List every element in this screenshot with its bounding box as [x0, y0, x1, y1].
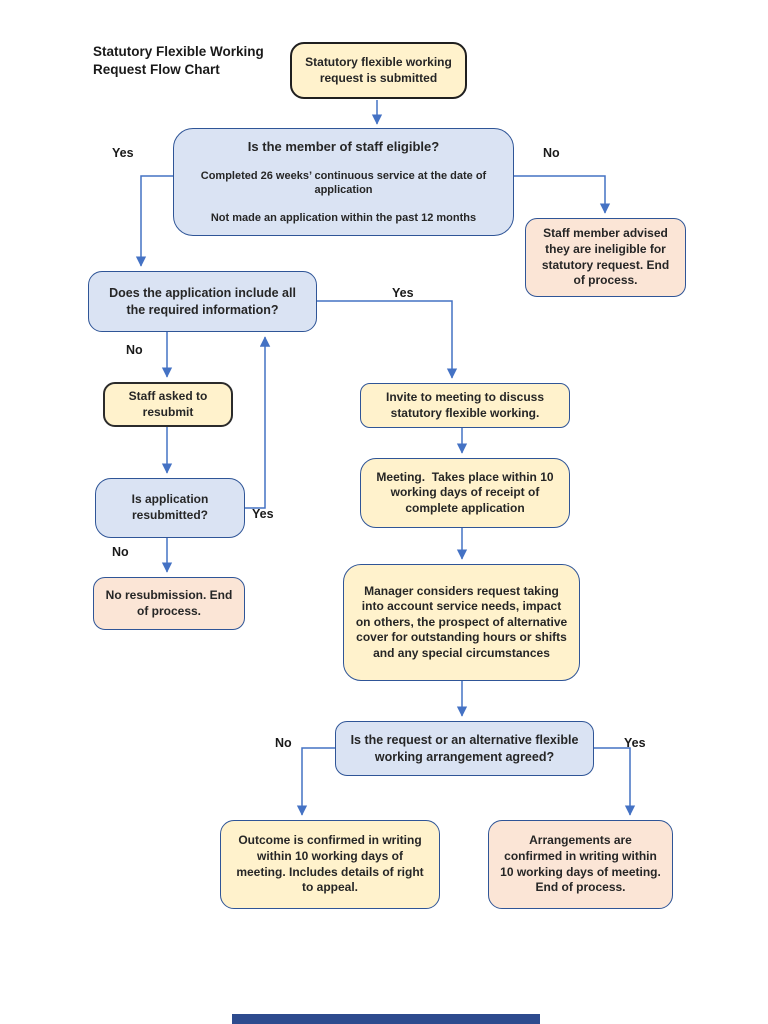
node-staff-eligible: Is the member of staff eligible? Complet…: [173, 128, 514, 236]
label-agreed-no: No: [275, 736, 292, 750]
node-outcome-confirmed: Outcome is confirmed in writing within 1…: [220, 820, 440, 909]
page-title: Statutory Flexible Working Request Flow …: [93, 44, 264, 78]
label-resubmitted-yes: Yes: [252, 507, 274, 521]
edge-complete-yes: [317, 300, 458, 379]
node-ineligible-end: Staff member advised they are ineligible…: [525, 218, 686, 297]
node-invite-meeting: Invite to meeting to discuss statutory f…: [360, 383, 570, 428]
node-request-submitted: Statutory flexible working request is su…: [290, 42, 467, 99]
eligible-criterion-2: Not made an application within the past …: [210, 211, 477, 224]
edge-agreed-yes: [594, 747, 636, 816]
edge-agreed-no: [296, 747, 335, 816]
label-agreed-yes: Yes: [624, 736, 646, 750]
eligible-question: Is the member of staff eligible?: [247, 139, 440, 154]
label-eligible-yes: Yes: [112, 146, 134, 160]
node-application-resubmitted: Is application resubmitted?: [95, 478, 245, 538]
label-resubmitted-no: No: [112, 545, 129, 559]
label-eligible-no: No: [543, 146, 560, 160]
node-arrangement-agreed: Is the request or an alternative flexibl…: [335, 721, 594, 776]
node-arrangements-confirmed-end: Arrangements are confirmed in writing wi…: [488, 820, 673, 909]
edge-eligible-yes: [135, 175, 173, 267]
node-staff-resubmit: Staff asked to resubmit: [103, 382, 233, 427]
edge-resubmitted-yes: [245, 336, 271, 509]
node-manager-considers: Manager considers request taking into ac…: [343, 564, 580, 681]
label-complete-yes: Yes: [392, 286, 414, 300]
node-meeting: Meeting. Takes place within 10 working d…: [360, 458, 570, 528]
label-complete-no: No: [126, 343, 143, 357]
eligible-criterion-1: Completed 26 weeks’ continuous service a…: [200, 170, 490, 197]
node-required-information: Does the application include all the req…: [88, 271, 317, 332]
edge-eligible-no: [514, 175, 611, 214]
node-no-resubmission-end: No resubmission. End of process.: [93, 577, 245, 630]
next-page-edge: [232, 1014, 540, 1024]
